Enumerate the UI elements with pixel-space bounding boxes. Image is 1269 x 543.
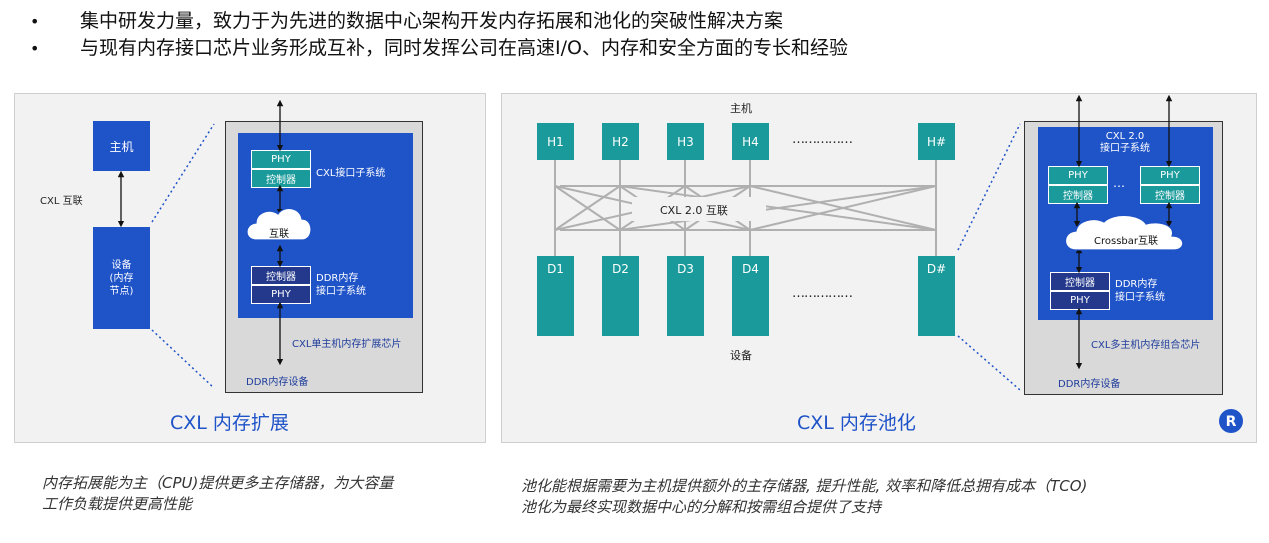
caption-line: 池化能根据需要为主机提供额外的主存储器, 提升性能, 效率和降低总拥有成本（TC… (521, 477, 1088, 495)
controller-label: 控制器 (1155, 191, 1185, 202)
cxl20-line: 接口子系统 (1100, 143, 1150, 154)
host-node: 主机 (93, 121, 150, 171)
left-callout-bottom (151, 329, 215, 389)
controller-label: 控制器 (1063, 191, 1093, 202)
host-h2: H2 (602, 123, 639, 160)
cxl-link-label: CXL 互联 (40, 196, 83, 207)
right-callout-bottom (957, 335, 1021, 391)
mid-dots: … (1113, 176, 1125, 190)
cxl20-subsystem-label: CXL 2.0 接口子系统 (1100, 131, 1150, 155)
bullet-mark: • (30, 12, 40, 31)
left-chip-label: CXL单主机内存扩展芯片 (292, 339, 402, 350)
host-ellipsis: …………… (792, 132, 853, 147)
phy-label: PHY (1070, 295, 1090, 306)
cxl-subsystem-label: CXL接口子系统 (316, 168, 386, 179)
host-id: H4 (742, 134, 759, 149)
host-label: 主机 (109, 139, 134, 154)
phy-label: PHY (271, 289, 291, 300)
ddr-line: 接口子系统 (1115, 292, 1165, 303)
device-id: D3 (677, 262, 694, 276)
left-ddr-device-label: DDR内存设备 (246, 377, 309, 388)
device-ellipsis: …………… (792, 286, 853, 301)
cxl20-line: CXL 2.0 (1105, 131, 1145, 142)
host-h4: H4 (732, 123, 769, 160)
controller-label: 控制器 (1065, 278, 1095, 289)
right-ddr-device-label: DDR内存设备 (1058, 379, 1121, 390)
bullet-list: • 集中研发力量，致力于为先进的数据中心架构开发内存拓展和池化的突破性解决方案 … (30, 8, 848, 62)
host-h1: H1 (537, 123, 574, 160)
bullet-text: 与现有内存接口芯片业务形成互补，同时发挥公司在高速I/O、内存和安全方面的专长和… (80, 37, 848, 59)
device-d1: D1 (537, 256, 574, 336)
device-id: D4 (742, 262, 759, 276)
device-id: D1 (547, 262, 564, 276)
phy-label: PHY (271, 154, 291, 165)
ddr-line: 接口子系统 (316, 286, 366, 297)
device-line: 节点) (109, 285, 134, 297)
host-hn: H# (918, 123, 955, 160)
left-title: CXL 内存扩展 (170, 412, 289, 434)
logo-icon: R (1219, 409, 1243, 433)
left-callout-top (151, 123, 215, 223)
ddr-subsystem-label: DDR内存 接口子系统 (316, 272, 366, 298)
ddr-line: DDR内存 (316, 273, 359, 284)
caption-line: 内存拓展能为主（CPU)提供更多主存储器，为大容量 (42, 474, 394, 492)
controller-label: 控制器 (266, 175, 296, 186)
device-id: D2 (612, 262, 629, 276)
left-cloud-icon (246, 207, 312, 241)
device-id: D# (926, 262, 947, 276)
right-title: CXL 内存池化 (797, 412, 916, 434)
right-ddr-subsystem-label: DDR内存 接口子系统 (1115, 278, 1165, 304)
host-id: H2 (612, 134, 629, 149)
controller-label: 控制器 (266, 272, 296, 283)
device-line: 设备 (111, 259, 132, 271)
right-caption: 池化能根据需要为主机提供额外的主存储器, 提升性能, 效率和降低总拥有成本（TC… (521, 476, 1087, 518)
crossbar-cloud-icon (1064, 214, 1184, 251)
device-line: (内存 (109, 272, 134, 284)
bullet-item: • 集中研发力量，致力于为先进的数据中心架构开发内存拓展和池化的突破性解决方案 (30, 8, 848, 35)
device-dn: D# (918, 256, 955, 336)
right-chip-label: CXL多主机内存组合芯片 (1091, 340, 1201, 351)
crossbar-label: Crossbar互联 (1094, 236, 1158, 247)
left-interconnect-label: 互联 (269, 229, 289, 240)
caption-line: 池化为最终实现数据中心的分解和按需组合提供了支持 (521, 498, 882, 516)
phy-label: PHY (1068, 170, 1088, 181)
logo-letter: R (1226, 414, 1237, 430)
right-callout-top (957, 123, 1021, 251)
bullet-mark: • (30, 39, 40, 58)
device-row-label: 设备 (730, 349, 752, 362)
host-h3: H3 (667, 123, 704, 160)
caption-line: 工作负载提供更高性能 (42, 495, 193, 513)
host-row-label: 主机 (730, 102, 752, 115)
device-d3: D3 (667, 256, 704, 336)
device-d4: D4 (732, 256, 769, 336)
phy-label: PHY (1160, 170, 1180, 181)
bullet-item: • 与现有内存接口芯片业务形成互补，同时发挥公司在高速I/O、内存和安全方面的专… (30, 35, 848, 62)
ddr-line: DDR内存 (1115, 279, 1158, 290)
device-d2: D2 (602, 256, 639, 336)
fabric-label-box (632, 197, 766, 221)
fabric-label: CXL 2.0 互联 (660, 204, 728, 217)
left-caption: 内存拓展能为主（CPU)提供更多主存储器，为大容量 工作负载提供更高性能 (42, 473, 393, 515)
fabric-wires (554, 160, 937, 256)
host-id: H1 (547, 134, 564, 149)
host-id: H# (926, 134, 947, 149)
bullet-text: 集中研发力量，致力于为先进的数据中心架构开发内存拓展和池化的突破性解决方案 (80, 10, 784, 32)
host-id: H3 (677, 134, 694, 149)
device-node: 设备 (内存 节点) (93, 227, 150, 329)
